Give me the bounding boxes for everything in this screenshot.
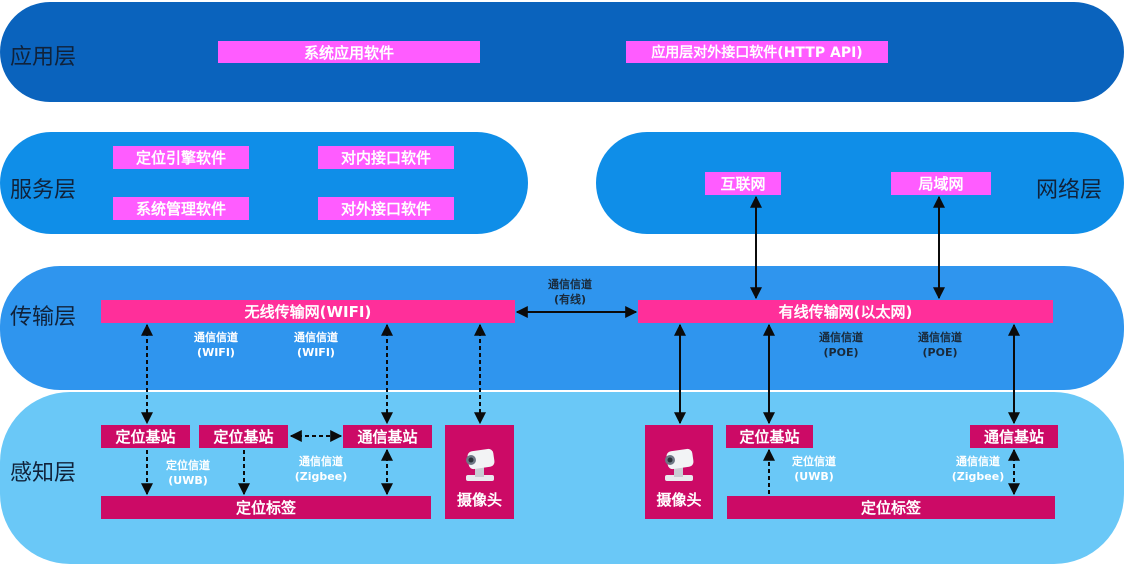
network-layer <box>596 132 1124 234</box>
poe-channel-label-1: 通信信道 (POE) <box>801 330 881 360</box>
wifi-channel-label-2: 通信信道 (WIFI) <box>276 330 356 360</box>
right-zigbee-line1: 通信信道 <box>956 455 1000 468</box>
app-http-api-software: 应用层对外接口软件(HTTP API) <box>626 41 888 63</box>
left-zigbee-label: 通信信道 (Zigbee) <box>281 454 361 484</box>
external-interface-software: 对外接口软件 <box>318 197 454 220</box>
service-layer-title: 服务层 <box>10 178 77 203</box>
poe-channel-2-line1: 通信信道 <box>918 331 962 344</box>
left-positioning-base-2: 定位基站 <box>199 425 288 448</box>
right-zigbee-label: 通信信道 (Zigbee) <box>938 454 1018 484</box>
wired-link-label: 通信信道 (有线) <box>530 277 610 307</box>
positioning-engine-software: 定位引擎软件 <box>113 146 249 169</box>
left-positioning-tag: 定位标签 <box>101 496 431 519</box>
right-uwb-line2: (UWB) <box>794 470 834 483</box>
wired-link-label-line2: (有线) <box>553 293 587 306</box>
wifi-channel-2-line1: 通信信道 <box>294 331 338 344</box>
left-uwb-line2: (UWB) <box>168 474 208 487</box>
right-positioning-tag: 定位标签 <box>727 496 1055 519</box>
right-camera: 摄像头 <box>645 425 713 519</box>
left-camera: 摄像头 <box>445 425 514 519</box>
wireless-network-bar: 无线传输网(WIFI) <box>101 300 515 323</box>
lan-box: 局域网 <box>891 172 991 195</box>
internal-interface-software: 对内接口软件 <box>318 146 454 169</box>
poe-channel-2-line2: (POE) <box>922 346 958 359</box>
poe-channel-label-2: 通信信道 (POE) <box>900 330 980 360</box>
left-zigbee-line1: 通信信道 <box>299 455 343 468</box>
system-management-software: 系统管理软件 <box>113 197 249 220</box>
application-layer <box>0 2 1124 102</box>
camera-icon <box>465 448 494 481</box>
system-app-software: 系统应用软件 <box>218 41 480 63</box>
right-zigbee-line2: (Zigbee) <box>951 470 1005 483</box>
left-uwb-line1: 定位信道 <box>166 459 210 472</box>
network-layer-title: 网络层 <box>1036 178 1103 203</box>
wifi-channel-label-1: 通信信道 (WIFI) <box>176 330 256 360</box>
perception-layer-title: 感知层 <box>10 461 77 486</box>
right-uwb-line1: 定位信道 <box>792 455 836 468</box>
wifi-channel-1-line1: 通信信道 <box>194 331 238 344</box>
wifi-channel-2-line2: (WIFI) <box>297 346 335 359</box>
camera-icon <box>665 448 694 481</box>
right-positioning-base: 定位基站 <box>726 425 813 448</box>
internet-box: 互联网 <box>705 172 781 195</box>
left-communication-base: 通信基站 <box>343 425 432 448</box>
right-communication-base: 通信基站 <box>970 425 1058 448</box>
right-camera-label: 摄像头 <box>656 491 702 509</box>
poe-channel-1-line2: (POE) <box>823 346 859 359</box>
left-camera-label: 摄像头 <box>456 491 502 509</box>
wifi-channel-1-line2: (WIFI) <box>197 346 235 359</box>
poe-channel-1-line1: 通信信道 <box>819 331 863 344</box>
application-layer-title: 应用层 <box>10 45 77 70</box>
wired-network-bar: 有线传输网(以太网) <box>638 300 1053 323</box>
right-uwb-label: 定位信道 (UWB) <box>774 454 854 484</box>
perception-layer <box>0 392 1124 564</box>
left-positioning-base-1: 定位基站 <box>101 425 190 448</box>
left-zigbee-line2: (Zigbee) <box>294 470 348 483</box>
left-uwb-label: 定位信道 (UWB) <box>148 458 228 488</box>
transport-layer-title: 传输层 <box>10 305 77 330</box>
wired-link-label-line1: 通信信道 <box>548 278 592 291</box>
